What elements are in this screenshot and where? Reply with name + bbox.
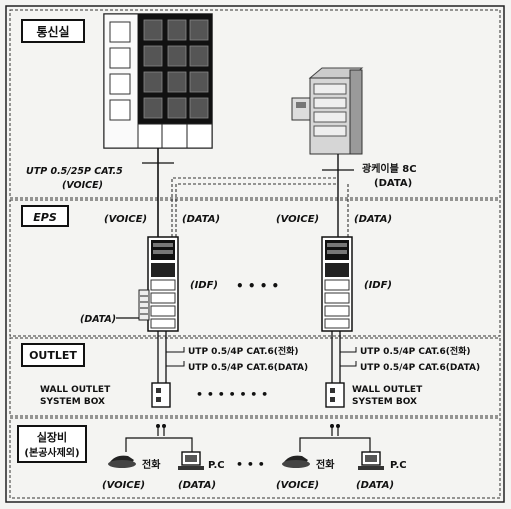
eps-data-left: (DATA)	[182, 214, 220, 225]
section-equipment-2: (본공사제외)	[24, 446, 79, 459]
outlet-cables-left	[157, 331, 167, 383]
equip-voice-right: (VOICE)	[276, 480, 319, 491]
equip-voice-left: (VOICE)	[102, 480, 145, 491]
utp-data-left: UTP 0.5/4P CAT.6(DATA)	[188, 363, 308, 373]
equipment-dots: • • •	[236, 458, 265, 471]
outlet-cables-right	[331, 331, 341, 383]
equip-data-right: (DATA)	[356, 480, 394, 491]
wall-outlet-left-1: WALL OUTLET	[40, 385, 111, 395]
comm-room-zone	[9, 9, 501, 199]
eps-zone	[9, 199, 501, 337]
eps-voice-right: (VOICE)	[276, 214, 319, 225]
idf-right-label: (IDF)	[364, 280, 392, 291]
wall-outlet-right-2: SYSTEM BOX	[352, 397, 417, 407]
utp-data-right: UTP 0.5/4P CAT.6(DATA)	[360, 363, 480, 373]
utp-voice-left: UTP 0.5/4P CAT.6(전화)	[188, 345, 299, 357]
pc-right-icon	[358, 451, 384, 470]
phone-right-icon	[282, 455, 310, 468]
mdf-frame-icon	[103, 13, 213, 149]
cable-fiber: 광케이블 8C	[362, 162, 417, 175]
wall-outlet-left-icon	[151, 382, 171, 408]
phone-left-icon	[108, 455, 136, 468]
outer-frame	[5, 5, 505, 503]
label-box-eps	[21, 205, 69, 227]
eps-data-side: (DATA)	[80, 314, 116, 325]
eps-dots: • • • •	[236, 279, 279, 293]
idf-left-label: (IDF)	[190, 280, 218, 291]
pc-left-icon	[178, 451, 204, 470]
eps-data-right: (DATA)	[354, 214, 392, 225]
phone-left-label: 전화	[142, 458, 161, 471]
section-eps: EPS	[33, 211, 57, 224]
cable-data-main: (DATA)	[374, 178, 412, 189]
data-interconnect-lines	[171, 177, 349, 237]
server-rack-icon	[291, 67, 364, 155]
outlet-dots: • • • • • • •	[196, 388, 268, 401]
outlet-zone	[9, 337, 501, 417]
phone-right-label: 전화	[316, 458, 335, 471]
wall-outlet-right-icon	[325, 382, 345, 408]
section-equipment-1: 실장비	[37, 430, 67, 444]
wall-outlet-left-2: SYSTEM BOX	[40, 397, 105, 407]
utp-voice-right: UTP 0.5/4P CAT.6(전화)	[360, 345, 471, 357]
equipment-zone	[9, 417, 501, 499]
section-outlet: OUTLET	[29, 349, 77, 362]
wall-outlet-right-1: WALL OUTLET	[352, 385, 423, 395]
pc-left-label: P.C	[208, 460, 225, 471]
pc-right-label: P.C	[390, 460, 407, 471]
section-dividers	[9, 9, 501, 499]
cable-voice-main: (VOICE)	[62, 180, 103, 191]
equip-data-left: (DATA)	[178, 480, 216, 491]
cable-utp-voice-main: UTP 0.5/25P CAT.5	[26, 166, 123, 177]
label-box-outlet	[21, 343, 85, 367]
equipment-branches	[125, 424, 371, 452]
label-box-comm-room	[21, 19, 85, 43]
label-box-equipment	[17, 425, 87, 463]
section-comm-room: 통신실	[36, 24, 69, 39]
idf-rack-left-icon	[138, 236, 179, 332]
eps-voice-left: (VOICE)	[104, 214, 147, 225]
idf-rack-right-icon	[321, 236, 353, 332]
